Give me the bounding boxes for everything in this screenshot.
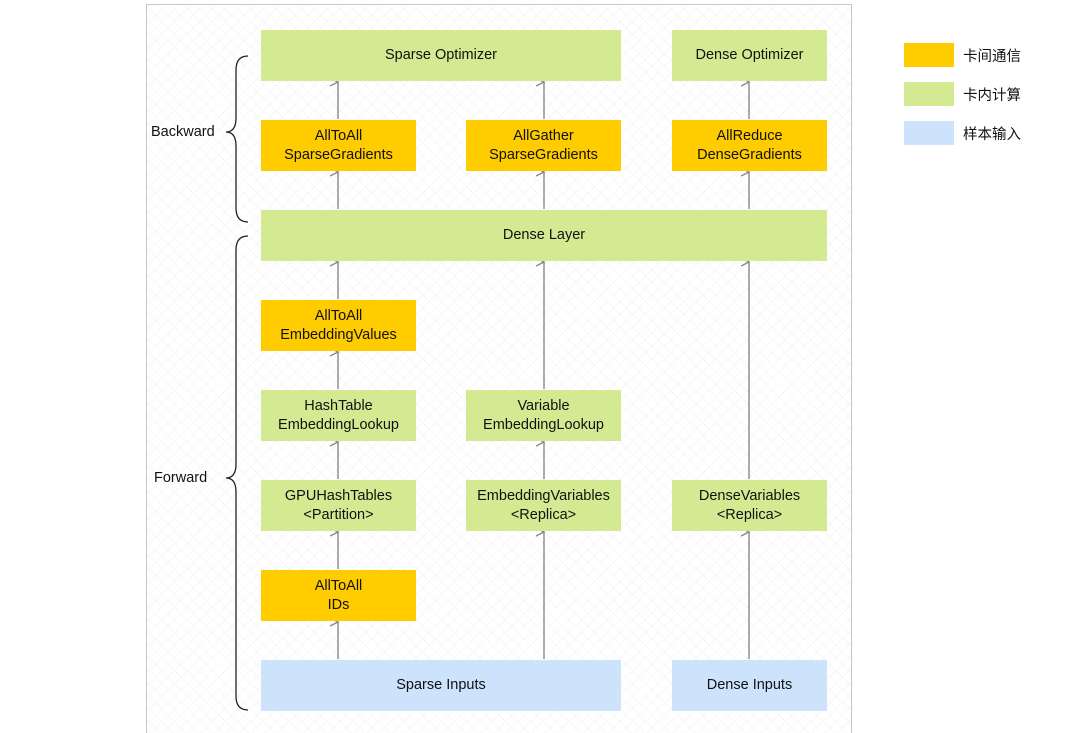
node-label: Sparse Optimizer bbox=[384, 47, 497, 63]
alltoall-ids-node: AllToAll IDs bbox=[261, 570, 416, 621]
node-label-line-2: EmbeddingValues bbox=[280, 326, 397, 343]
legend-label: 样本输入 bbox=[963, 126, 1021, 143]
hashtable-embedding-lookup-node: HashTable EmbeddingLookup bbox=[261, 390, 416, 441]
node-label-line-1: AllToAll bbox=[314, 307, 363, 324]
node-label-line-2: SparseGradients bbox=[489, 146, 598, 163]
node-label-line-1: GPUHashTables bbox=[284, 487, 393, 504]
node-label: Dense Inputs bbox=[706, 677, 793, 693]
alltoall-sparse-gradients-node: AllToAll SparseGradients bbox=[261, 120, 416, 171]
sparse-inputs-node: Sparse Inputs bbox=[261, 660, 621, 711]
legend-item-computation: 卡内计算 bbox=[904, 82, 1021, 106]
node-label-line-2: DenseGradients bbox=[697, 146, 802, 163]
legend-item-communication: 卡间通信 bbox=[904, 43, 1021, 67]
node-label-line-2: <Replica> bbox=[510, 506, 577, 523]
dense-inputs-node: Dense Inputs bbox=[672, 660, 827, 711]
node-label-line-2: SparseGradients bbox=[284, 146, 393, 163]
backward-label: Backward bbox=[151, 124, 215, 140]
backward-brace bbox=[225, 55, 249, 223]
legend-swatch-yellow bbox=[904, 43, 954, 67]
dense-optimizer-node: Dense Optimizer bbox=[672, 30, 827, 81]
node-label-line-2: <Replica> bbox=[716, 506, 783, 523]
node-label-line-1: DenseVariables bbox=[698, 487, 801, 504]
allgather-sparse-gradients-node: AllGather SparseGradients bbox=[466, 120, 621, 171]
legend-label: 卡间通信 bbox=[963, 48, 1021, 65]
node-label-line-2: <Partition> bbox=[303, 506, 374, 523]
node-label-line-1: AllGather bbox=[513, 127, 574, 144]
gpu-hashtables-node: GPUHashTables <Partition> bbox=[261, 480, 416, 531]
sparse-optimizer-node: Sparse Optimizer bbox=[261, 30, 621, 81]
dense-variables-node: DenseVariables <Replica> bbox=[672, 480, 827, 531]
node-label-line-1: AllToAll bbox=[314, 577, 363, 594]
alltoall-embedding-values-node: AllToAll EmbeddingValues bbox=[261, 300, 416, 351]
allreduce-dense-gradients-node: AllReduce DenseGradients bbox=[672, 120, 827, 171]
node-label-line-1: EmbeddingVariables bbox=[477, 487, 610, 504]
node-label-line-1: Variable bbox=[517, 397, 570, 414]
node-label: Dense Layer bbox=[502, 227, 586, 243]
node-label-line-2: EmbeddingLookup bbox=[483, 416, 604, 433]
embedding-variables-node: EmbeddingVariables <Replica> bbox=[466, 480, 621, 531]
node-label-line-1: AllReduce bbox=[716, 127, 783, 144]
forward-label: Forward bbox=[154, 470, 208, 486]
variable-embedding-lookup-node: Variable EmbeddingLookup bbox=[466, 390, 621, 441]
node-label: Sparse Inputs bbox=[396, 677, 486, 693]
node-label-line-1: HashTable bbox=[304, 397, 373, 414]
node-label-line-2: EmbeddingLookup bbox=[278, 416, 399, 433]
node-label-line-2: IDs bbox=[327, 596, 350, 613]
legend-label: 卡内计算 bbox=[963, 87, 1021, 104]
dense-layer-node: Dense Layer bbox=[261, 210, 827, 261]
legend-swatch-green bbox=[904, 82, 954, 106]
node-label: Dense Optimizer bbox=[695, 47, 804, 63]
legend-item-input: 样本输入 bbox=[904, 121, 1021, 145]
legend-swatch-blue bbox=[904, 121, 954, 145]
forward-brace bbox=[225, 235, 249, 711]
node-label-line-1: AllToAll bbox=[314, 127, 363, 144]
